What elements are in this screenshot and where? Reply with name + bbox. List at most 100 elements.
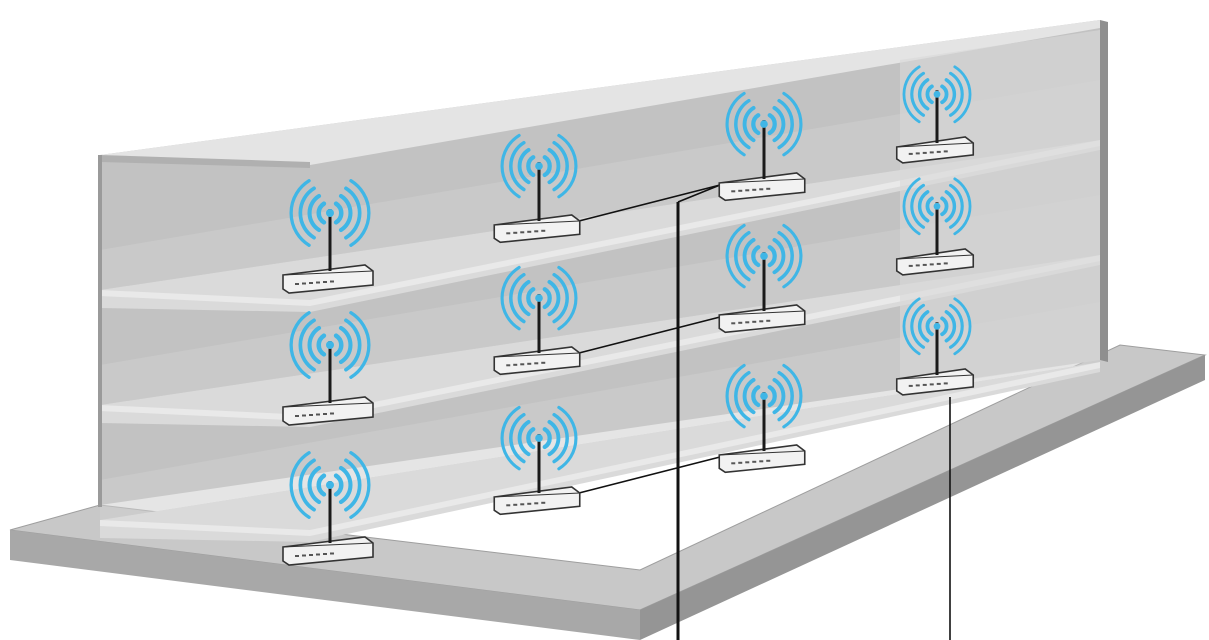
signal-dot [933,202,941,210]
signal-wave-right [557,133,578,199]
signal-wave-left [517,148,531,185]
signal-dot [933,322,941,330]
signal-wave-right [547,420,561,457]
wifi-signal-icon [289,311,371,379]
router-led [527,230,532,233]
base-front [10,530,640,640]
signal-wave-left [725,91,746,157]
signal-wave-right [557,405,578,471]
signal-dot [760,392,768,400]
wifi-signal-icon [500,265,578,331]
router-led [541,229,546,232]
wireless-router-icon [493,133,581,244]
router-led [922,151,927,154]
router-led [520,503,525,506]
wifi-signal-icon [500,133,578,199]
roof-front [100,155,310,168]
slab-top [100,255,1100,427]
router-led [295,283,299,285]
signal-wave-right [349,451,371,519]
signal-wave-right [953,65,972,124]
signal-wave-right [948,303,964,349]
router-led [302,554,306,557]
router-body [895,136,975,164]
signal-wave-left [725,223,746,289]
signal-dot [326,209,334,217]
wireless-router-icon [282,451,374,566]
router-led [323,281,327,283]
signal-wave-left [316,333,327,357]
router-led [908,152,913,155]
wireless-router-icon [895,177,975,276]
signal-wave-right [953,297,972,356]
signal-wave-left [526,427,536,450]
router-led [922,383,927,386]
signal-wave-left [917,78,930,111]
inner-room-wall [900,30,1100,390]
signal-wave-left [289,451,311,519]
router-led [908,264,913,267]
signal-wave-left [298,318,316,372]
floor-link-cable [578,456,721,494]
router-led [527,362,532,365]
signal-wave-left [500,265,521,331]
wireless-router-icon [493,405,581,516]
signal-wave-left [509,140,526,192]
signal-wave-right [552,140,569,192]
router-led [759,188,764,191]
signal-wave-right [333,333,344,357]
signal-wave-right [782,363,803,429]
signal-wave-right [777,98,794,150]
signal-dot [535,434,543,442]
signal-wave-left [910,71,926,117]
signal-wave-left [526,287,536,310]
router-led [520,231,525,234]
router-led [943,382,948,385]
signal-wave-left [742,238,756,275]
signal-wave-right [333,201,344,225]
router-layer [282,65,975,566]
signal-wave-right [944,190,957,223]
signal-wave-right [940,316,949,337]
router-led [323,553,327,555]
signal-wave-left [517,280,531,317]
signal-wave-right [944,310,957,343]
signal-wave-left [925,316,934,337]
router-led [309,554,313,556]
signal-wave-right [772,106,786,143]
router-led [506,364,511,367]
signal-dot [535,162,543,170]
signal-wave-right [542,155,552,178]
signal-dot [933,90,941,98]
signal-wave-left [298,458,316,512]
signal-wave-right [338,325,353,365]
signal-wave-right [547,148,561,185]
signal-wave-right [948,183,964,229]
wifi-signal-icon [725,363,803,429]
router-led [766,187,771,190]
router-led [541,361,546,364]
router-led [745,461,750,464]
signal-wave-right [944,78,957,111]
signal-wave-right [344,458,362,512]
router-led [752,460,757,463]
router-led [731,322,736,325]
signal-wave-right [333,473,344,497]
signal-wave-left [751,385,761,408]
router-top-edge [494,492,580,498]
wireless-router-icon [282,179,374,294]
router-led [309,282,313,284]
router-led [295,555,299,557]
router-top-edge [282,542,374,548]
signal-dot [760,252,768,260]
signal-wave-left [289,311,311,379]
router-led [302,282,306,285]
signal-wave-left [500,133,521,199]
signal-wave-left [751,113,761,136]
router-led [752,320,757,323]
router-led [513,363,518,366]
signal-wave-left [307,465,322,505]
router-top-edge [282,402,374,408]
signal-wave-left [925,84,934,105]
